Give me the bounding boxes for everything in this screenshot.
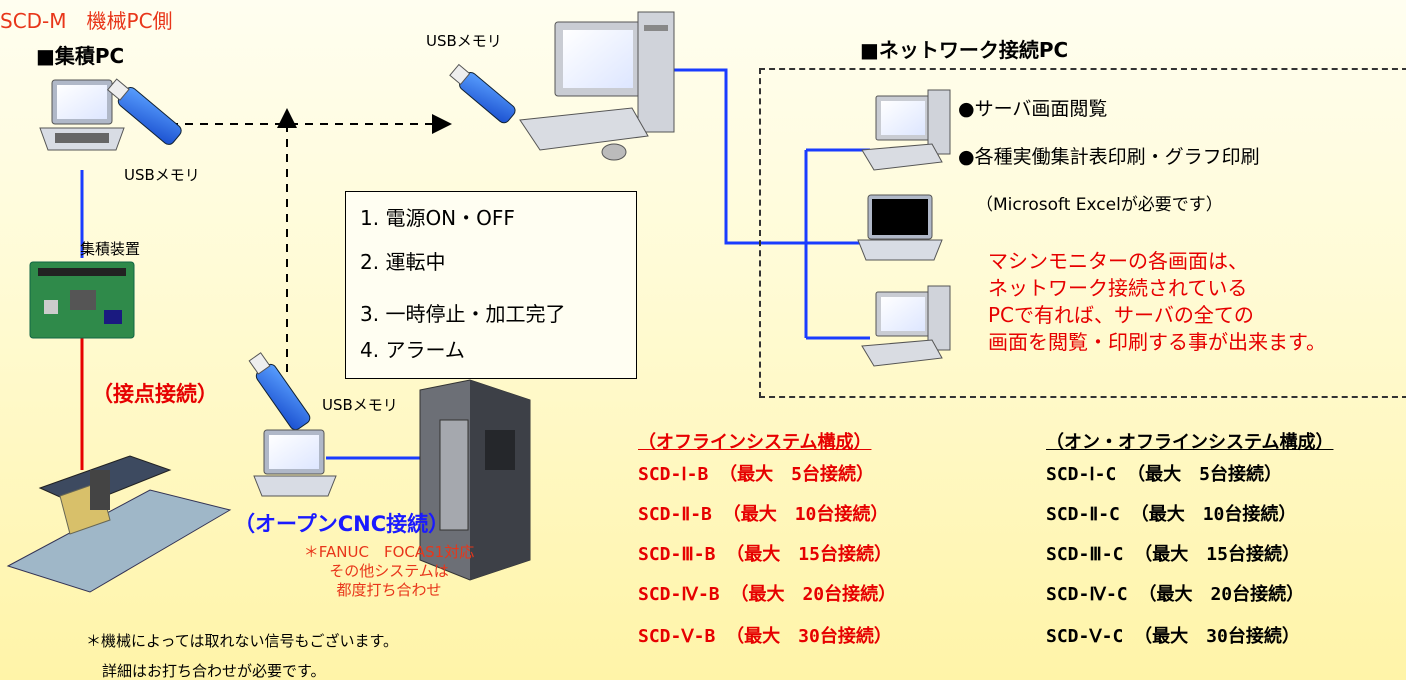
usb-label-top: USBメモリ — [426, 32, 502, 50]
open-cnc-label: （オープンCNC接続） — [234, 512, 450, 536]
online-item: SCD-Ⅴ-C （最大 30台接続） — [1046, 626, 1300, 647]
cnc-laptop-icon — [253, 429, 337, 497]
usb-label-left: USBメモリ — [124, 166, 200, 184]
status-item: 1. 電源ON・OFF — [360, 206, 515, 230]
machine-note: ＊機械によっては取れない信号もございます。 詳細はお打ち合わせが必要です。 — [86, 632, 399, 680]
cnc-machine-icon — [419, 379, 531, 581]
network-dashed-box — [759, 68, 1406, 398]
network-pc-icon — [861, 89, 951, 171]
offline-heading: （オフラインシステム構成） — [638, 432, 872, 453]
heading-collector-pc: ■集積PC — [36, 44, 125, 68]
server-pc-icon — [519, 11, 675, 161]
network-laptop-icon — [857, 194, 943, 261]
top-title: SCD-M 機械PC側 — [0, 9, 173, 33]
offline-item: SCD-Ⅱ-B （最大 10台接続） — [638, 504, 889, 525]
fanuc-note: ＊FANUC FOCAS1対応 その他システムは 都度打ち合わせ — [303, 543, 475, 599]
online-item: SCD-Ⅱ-C （最大 10台接続） — [1046, 504, 1297, 525]
machine-tool-icon — [6, 455, 232, 593]
collector-label: 集積装置 — [80, 240, 141, 258]
usb-label-bottom: USBメモリ — [322, 396, 398, 414]
heading-network-pc: ■ネットワーク接続PC — [860, 38, 1069, 62]
offline-item: SCD-Ⅲ-B （最大 15台接続） — [638, 544, 892, 565]
collector-board-icon — [29, 261, 135, 339]
offline-item: SCD-Ⅳ-B （最大 20台接続） — [638, 584, 897, 605]
status-item: 3. 一時停止・加工完了 — [360, 302, 566, 326]
online-item: SCD-Ⅲ-C （最大 15台接続） — [1046, 544, 1300, 565]
excel-note: （Microsoft Excelが必要です） — [976, 195, 1223, 215]
usb-stick-icon — [449, 63, 516, 124]
usb-stick-icon — [248, 352, 311, 431]
online-item: SCD-Ⅳ-C （最大 20台接続） — [1046, 584, 1305, 605]
contact-label: （接点接続） — [92, 382, 218, 406]
online-heading: （オン・オフラインシステム構成） — [1046, 432, 1334, 453]
status-item: 2. 運転中 — [360, 250, 446, 274]
offline-item: SCD-Ⅰ-B （最大 5台接続） — [638, 464, 875, 485]
network-note: マシンモニターの各画面は、 ネットワーク接続されている PCで有れば、サーバの全… — [988, 249, 1326, 354]
network-bullet: ●サーバ画面閲覧 — [958, 98, 1108, 120]
offline-item: SCD-Ⅴ-B （最大 30台接続） — [638, 626, 892, 647]
usb-stick-icon — [107, 78, 182, 145]
status-item: 4. アラーム — [360, 338, 465, 362]
status-signals-box: 1. 電源ON・OFF 2. 運転中 3. 一時停止・加工完了 4. アラーム — [345, 191, 637, 379]
network-pc-icon — [861, 285, 951, 367]
online-item: SCD-Ⅰ-C （最大 5台接続） — [1046, 464, 1283, 485]
laptop-icon — [39, 79, 125, 151]
network-bullet: ●各種実働集計表印刷・グラフ印刷 — [958, 146, 1260, 168]
